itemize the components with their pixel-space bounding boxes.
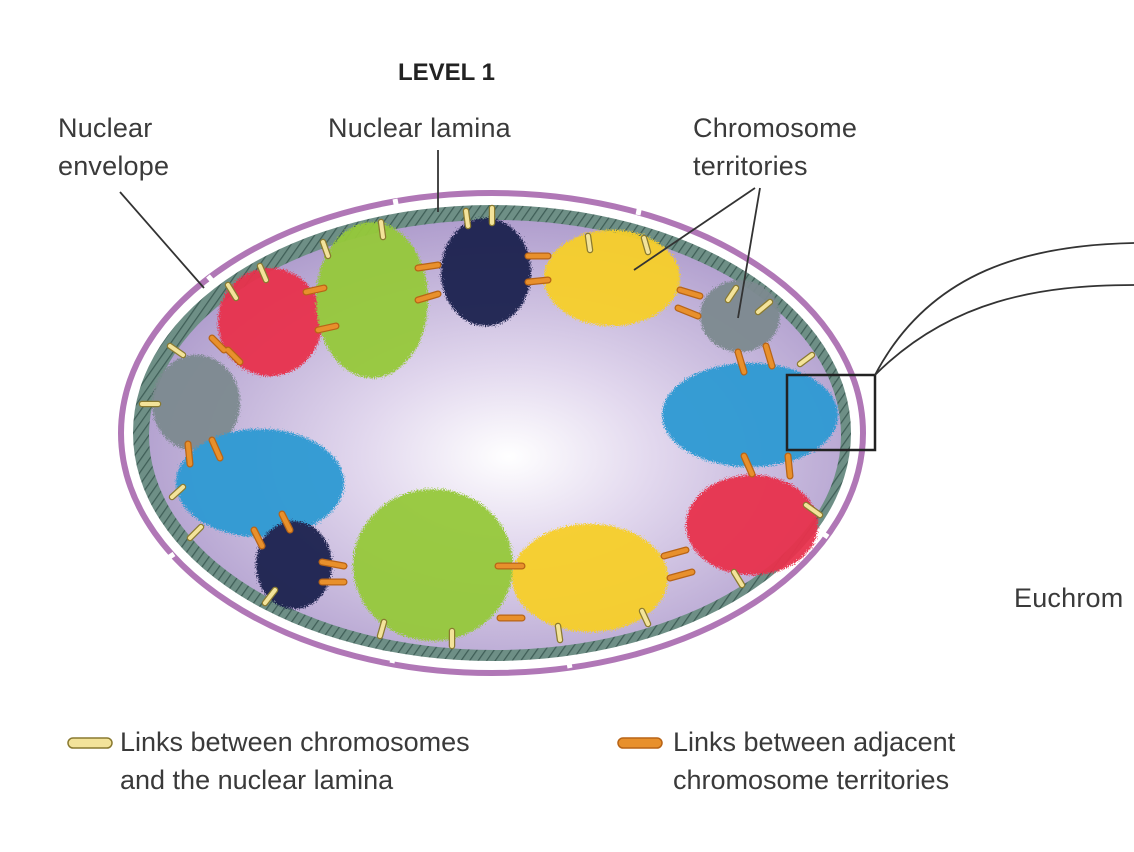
zoom-callout-lines xyxy=(874,242,1134,376)
chromosome-territories xyxy=(152,218,838,641)
lamina-links-fill xyxy=(140,206,822,648)
label-nuclear-lamina: Nuclear lamina xyxy=(328,113,511,143)
chromosome-territory-red-lower xyxy=(686,475,818,575)
legend-lamina-links-line1: Links between chromosomes xyxy=(120,727,470,757)
chromosome-territory-red-upper xyxy=(218,268,322,376)
legend-swatch-territory-links xyxy=(617,737,663,749)
chromosome-territory-yellow-upper xyxy=(544,230,680,326)
chromosome-territory-gray-upper xyxy=(700,280,780,352)
chromosome-territory-gray-left xyxy=(152,355,240,451)
label-chromosome-territories-line2: territories xyxy=(693,151,808,181)
chromosome-territory-green-lower xyxy=(353,489,513,641)
chromosome-territory-navy-upper xyxy=(441,218,531,326)
chromosome-territory-green-upper xyxy=(316,222,428,378)
chromosome-territory-blue-left xyxy=(176,429,344,537)
territory-links-fill xyxy=(185,253,793,621)
label-nuclear-envelope-line2: envelope xyxy=(58,151,170,181)
chromosome-territory-blue-right xyxy=(662,363,838,467)
legend-swatch-lamina-links xyxy=(67,737,113,749)
legend-territory-links-line2: chromosome territories xyxy=(673,765,950,795)
legend-lamina-links-line2: and the nuclear lamina xyxy=(120,765,394,795)
diagram-title: LEVEL 1 xyxy=(398,59,495,86)
label-chromosome-territories-line1: Chromosome xyxy=(693,113,858,143)
leader-lines xyxy=(119,150,761,319)
zoom-box xyxy=(785,373,877,452)
legend-territory-links-line1: Links between adjacent xyxy=(673,727,956,757)
leader-territory-gray xyxy=(737,187,761,319)
label-euchromatin: Euchrom xyxy=(1014,583,1124,613)
leader-territory-yellow xyxy=(633,187,756,271)
nuclear-envelope xyxy=(118,190,866,676)
label-nuclear-envelope-line1: Nuclear xyxy=(58,113,153,143)
chromosome-territory-yellow-lower xyxy=(512,524,668,632)
leader-nuclear-envelope xyxy=(119,191,205,289)
